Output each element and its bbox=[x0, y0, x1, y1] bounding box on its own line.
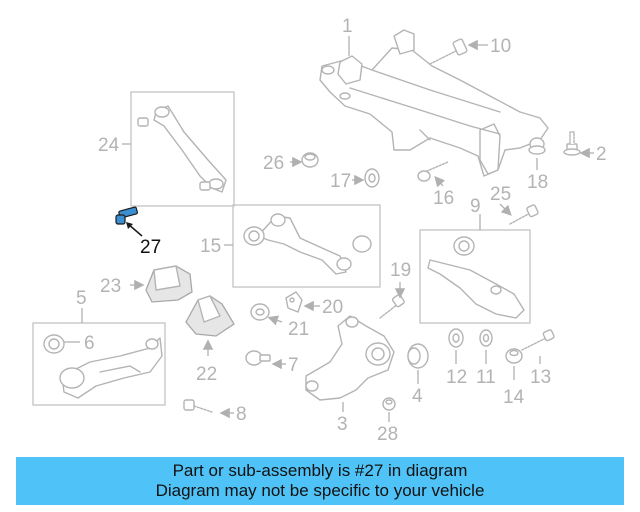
label-21: 21 bbox=[288, 319, 309, 340]
bolt-part-2[interactable] bbox=[563, 131, 581, 156]
box-part-24 bbox=[130, 91, 235, 207]
bolt-part-25[interactable] bbox=[509, 204, 539, 225]
bracket-part-20[interactable] bbox=[285, 291, 303, 313]
bolt-part-13[interactable] bbox=[521, 329, 555, 351]
bolt-part-8[interactable] bbox=[183, 399, 213, 413]
label-10: 10 bbox=[490, 36, 511, 57]
box-part-15 bbox=[232, 204, 381, 288]
bushing-part-6[interactable] bbox=[43, 334, 65, 354]
label-23: 23 bbox=[100, 276, 121, 297]
banner-line-1: Part or sub-assembly is #27 in diagram bbox=[172, 461, 468, 480]
label-9: 9 bbox=[470, 196, 481, 217]
subframe-part-1[interactable] bbox=[319, 29, 549, 177]
label-18: 18 bbox=[527, 172, 548, 193]
label-27: 27 bbox=[140, 237, 161, 258]
label-14: 14 bbox=[503, 387, 525, 408]
link-part-24[interactable] bbox=[137, 105, 227, 193]
washer-part-17[interactable] bbox=[364, 168, 380, 188]
info-banner: Part or sub-assembly is #27 in diagram D… bbox=[16, 457, 624, 505]
bolt-part-10[interactable] bbox=[429, 38, 468, 65]
nut-part-26[interactable] bbox=[301, 152, 319, 168]
leader-21 bbox=[267, 315, 283, 326]
label-5: 5 bbox=[76, 288, 87, 309]
label-7: 7 bbox=[288, 355, 299, 376]
parts-diagram: 1 10 2 18 16 25 24 bbox=[32, 16, 607, 445]
label-1: 1 bbox=[342, 16, 353, 37]
arm-part-15[interactable] bbox=[243, 213, 372, 275]
box-part-9 bbox=[419, 229, 531, 324]
label-19: 19 bbox=[390, 260, 411, 281]
mount-part-23[interactable] bbox=[145, 265, 193, 303]
bushing-part-18[interactable] bbox=[528, 137, 546, 155]
label-2: 2 bbox=[596, 144, 607, 165]
label-28: 28 bbox=[377, 424, 398, 445]
label-26: 26 bbox=[263, 153, 284, 174]
label-4: 4 bbox=[412, 386, 423, 407]
label-16: 16 bbox=[433, 188, 454, 209]
label-3: 3 bbox=[337, 414, 348, 435]
label-22: 22 bbox=[196, 364, 217, 385]
nut-part-14[interactable] bbox=[505, 348, 523, 364]
banner-line-2: Diagram may not be specific to your vehi… bbox=[155, 481, 485, 500]
label-12: 12 bbox=[446, 367, 467, 388]
label-17: 17 bbox=[330, 171, 351, 192]
bushing-part-12[interactable] bbox=[448, 328, 464, 348]
label-20: 20 bbox=[322, 297, 343, 318]
bolt-part-7[interactable] bbox=[245, 350, 271, 366]
box-part-5 bbox=[32, 322, 166, 406]
bolt-part-19[interactable] bbox=[379, 294, 405, 319]
bolt-part-16[interactable] bbox=[417, 161, 449, 182]
washer-part-11[interactable] bbox=[479, 329, 493, 347]
label-13: 13 bbox=[530, 367, 551, 388]
label-15: 15 bbox=[200, 236, 221, 257]
label-11: 11 bbox=[476, 367, 496, 388]
nut-part-21[interactable] bbox=[250, 303, 270, 321]
bearing-part-4[interactable] bbox=[407, 343, 429, 369]
bolt-part-27-highlighted[interactable] bbox=[115, 206, 138, 225]
knuckle-part-3[interactable] bbox=[305, 315, 395, 401]
leader-25 bbox=[499, 203, 512, 216]
label-6: 6 bbox=[84, 333, 95, 354]
label-8: 8 bbox=[236, 404, 247, 425]
label-24: 24 bbox=[98, 135, 120, 156]
nut-part-28[interactable] bbox=[382, 397, 396, 411]
label-25: 25 bbox=[490, 184, 511, 205]
lower-arm-part-9[interactable] bbox=[427, 236, 525, 319]
leader-16 bbox=[434, 176, 446, 188]
trailing-arm-part-5[interactable] bbox=[59, 337, 163, 399]
leader-27-arrowhead bbox=[126, 222, 133, 229]
mount-part-22[interactable] bbox=[185, 295, 235, 337]
